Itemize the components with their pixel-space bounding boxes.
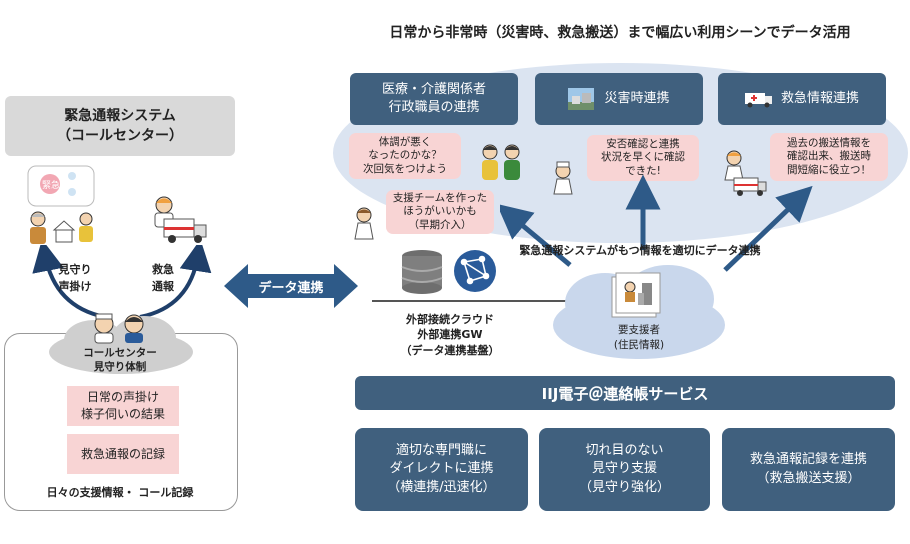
- ambulance-crew-icon: [154, 196, 207, 243]
- scene-emergency: 救急情報連携: [718, 73, 886, 125]
- disaster-photo-icon: [568, 88, 595, 110]
- daily-check-l2: 様子伺いの結果: [80, 407, 165, 421]
- gateway-line: [372, 300, 572, 302]
- bubble-health-check: 体調が悪くなったのかな？次回気をつけよう: [349, 133, 461, 179]
- database-icon: [401, 250, 443, 294]
- emergency-call-system-box: 緊急通報システム （コールセンター）: [5, 96, 235, 156]
- bubble-health-l2: なったのかな？: [368, 149, 442, 162]
- bubble-safety-l1: 安否確認と連携: [606, 137, 680, 150]
- emergency-label-l1: 救急: [152, 263, 174, 276]
- callcenter-label: コールセンター 見守り体制: [70, 346, 170, 374]
- bubble-safety-l3: できた!: [625, 164, 661, 177]
- elderly-home-icon: [30, 211, 93, 244]
- resident-label-l1: 要支援者: [618, 324, 660, 336]
- gateway-label: 外部接続クラウド 外部連携GW （データ連携基盤）: [370, 312, 530, 358]
- emergency-call-record: 救急通報の記録: [67, 434, 179, 474]
- data-link-label: データ連携: [258, 281, 324, 296]
- resident-label: 要支援者 (住民情報): [594, 323, 684, 352]
- benefit-direct-l1: 適切な専門職に: [395, 443, 487, 459]
- ambulance-small-icon: [733, 177, 767, 196]
- arrow-to-support-team: [500, 203, 572, 267]
- watch-arrow: [32, 245, 106, 319]
- watch-label-l1: 見守り: [58, 263, 92, 276]
- bubble-team-l1: 支援チームを作った: [392, 191, 488, 204]
- benefit-direct-link: 適切な専門職にダイレクトに連携 （横連携/迅速化）: [355, 428, 528, 511]
- benefit-emergency-record: 救急通報記録を連携 （救急搬送支援）: [722, 428, 895, 511]
- data-link-arrow: [224, 264, 358, 308]
- system-title-line1: 緊急通報システム: [64, 107, 176, 124]
- bubble-team-l2: ほうがいいかも: [403, 205, 477, 218]
- arrow-to-emergency: [723, 185, 813, 272]
- bubble-transport-l3: 間短縮に役立つ！: [787, 163, 871, 176]
- emergency-arrow: [139, 245, 212, 319]
- nurse-icon: [553, 161, 573, 195]
- scene-medical-line2: 行政職員の連携: [388, 100, 480, 115]
- linkage-arrows: [500, 174, 813, 272]
- bubble-health-l3: 次回気をつけよう: [363, 162, 447, 175]
- left-arrows: [32, 245, 212, 319]
- callcenter-label-l2: 見守り体制: [93, 361, 147, 374]
- gateway-label-l1: 外部接続クラウド: [406, 313, 494, 326]
- system-title-line2: （コールセンター）: [57, 128, 183, 144]
- emergency-label: 救急 通報: [143, 262, 183, 295]
- scene-disaster-label: 災害時連携: [604, 91, 670, 107]
- benefit-seamless-watch: 切れ目のない見守り支援 （見守り強化）: [539, 428, 710, 511]
- bubble-team-l3: （早期介入）: [408, 218, 472, 231]
- benefit-direct-l2: ダイレクトに連携: [389, 461, 494, 477]
- gateway-label-l2: 外部連携GW: [417, 328, 483, 342]
- ambulance-icon: [744, 93, 772, 108]
- scene-medical-care: 医療・介護関係者 行政職員の連携: [350, 73, 518, 125]
- bubble-support-team: 支援チームを作ったほうがいいかも（早期介入）: [386, 190, 494, 234]
- bubble-safety-check: 安否確認と連携状況を早くに確認できた!: [587, 135, 699, 181]
- service-name-bar: IIJ電子＠連絡帳サービス: [355, 376, 895, 410]
- benefit-emergency-l2: （救急搬送支援）: [756, 470, 861, 486]
- callcenter-cloud: [49, 313, 193, 374]
- scene-emergency-label: 救急情報連携: [780, 91, 859, 107]
- staff-person-icon: [354, 207, 374, 240]
- device-label: 緊急: [42, 179, 60, 191]
- emergency-call-device-icon: 緊急: [27, 165, 95, 207]
- bubble-transport-l2: 確認出来、搬送時: [787, 150, 871, 163]
- resident-data-cloud: [553, 265, 725, 359]
- bubble-safety-l2: 状況を早くに確認: [601, 151, 685, 164]
- bubble-transport-l1: 過去の搬送情報を: [787, 136, 871, 149]
- scene-disaster: 災害時連携: [535, 73, 703, 125]
- daily-check-l1: 日常の声掛け: [86, 390, 159, 405]
- emergency-call-record-label: 救急通報の記録: [80, 446, 165, 461]
- gateway-label-l3: （データ連携基盤）: [400, 343, 500, 357]
- benefit-direct-l3: （横連携/迅速化）: [387, 479, 496, 495]
- emergency-label-l2: 通報: [152, 279, 174, 293]
- watch-label: 見守り 声掛け: [55, 262, 95, 295]
- watch-label-l2: 声掛け: [58, 279, 92, 293]
- network-globe-icon: [454, 250, 496, 292]
- care-workers-icon: [482, 144, 520, 180]
- daily-check-record: 日常の声掛け様子伺いの結果: [67, 386, 179, 426]
- cloud-caption: 緊急通報システムがもつ情報を適切にデータ連携: [519, 244, 761, 257]
- page-title: 日常から非常時（災害時、救急搬送）まで幅広い利用シーンでデータ活用: [389, 25, 851, 41]
- benefit-emergency-l1: 救急通報記録を連携: [749, 452, 867, 468]
- scene-medical-line1: 医療・介護関係者: [381, 82, 486, 98]
- resident-label-l2: (住民情報): [613, 338, 665, 351]
- benefit-seamless-l1: 切れ目のない: [585, 443, 664, 459]
- benefit-seamless-l3: （見守り強化）: [578, 479, 670, 495]
- bubble-transport-history: 過去の搬送情報を確認出来、搬送時間短縮に役立つ！: [770, 133, 888, 181]
- panel-footer: 日々の支援情報・ コール記録: [46, 486, 194, 499]
- callcenter-label-l1: コールセンター: [83, 347, 157, 359]
- paramedic-icon: [724, 150, 744, 181]
- bubble-health-l1: 体調が悪く: [378, 135, 432, 148]
- benefit-seamless-l2: 見守り支援: [591, 461, 657, 477]
